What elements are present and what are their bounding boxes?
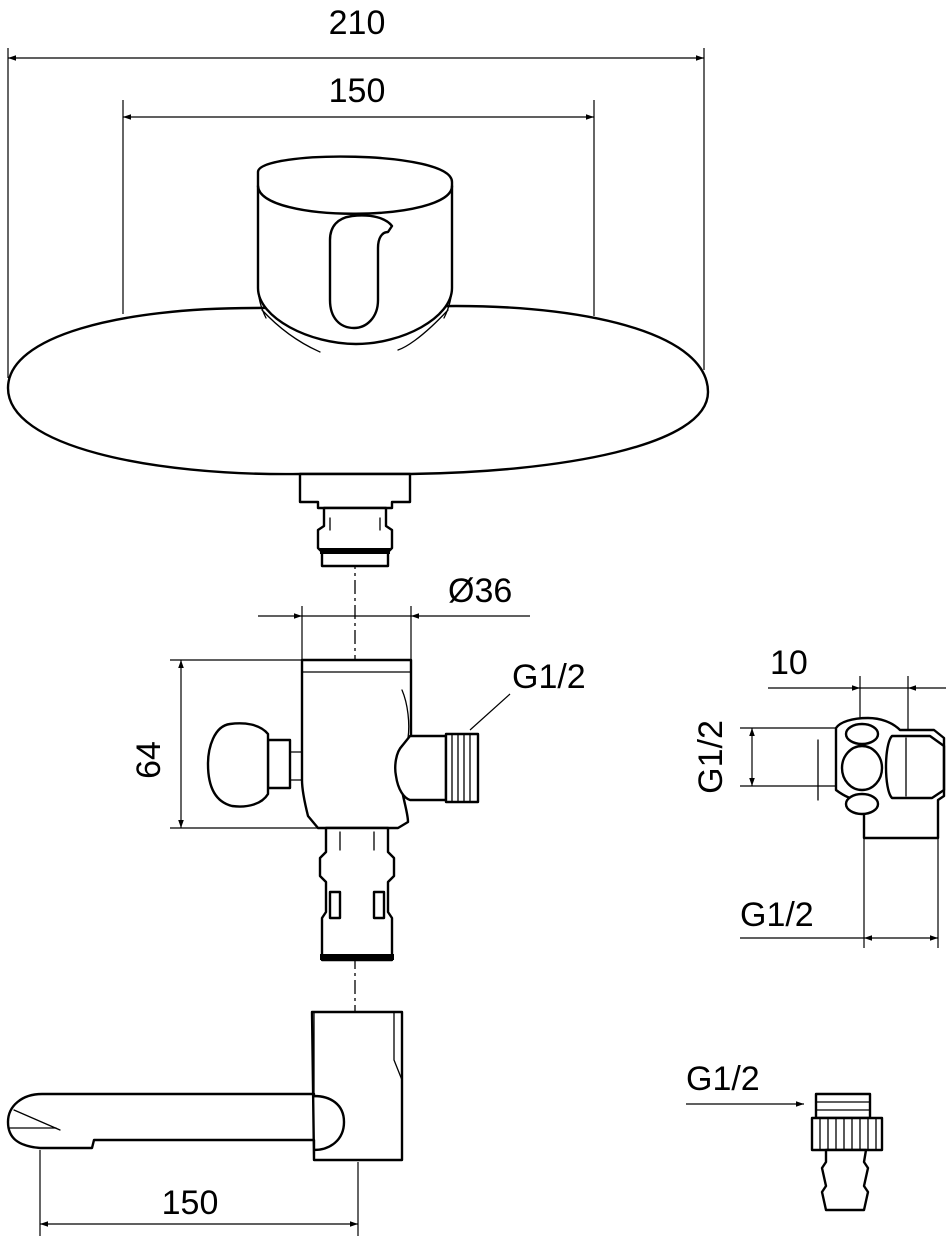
nipple-top-thread xyxy=(814,1092,872,1120)
spout-riser-inner xyxy=(393,1011,403,1081)
valve-connector-slot-right xyxy=(372,890,386,920)
handle-top-edge xyxy=(256,184,454,215)
dimension-label-64: 64 xyxy=(130,741,168,779)
push-button-cap xyxy=(206,722,270,808)
handle-body xyxy=(256,155,454,346)
rosette-spigot xyxy=(298,472,412,510)
adapter-nut xyxy=(884,734,946,800)
valve-connector-slot-left xyxy=(328,890,342,920)
top-assembly: 210 150 xyxy=(6,4,710,568)
dimension-label-150-top: 150 xyxy=(329,72,386,110)
handle-collar-left xyxy=(257,285,267,319)
adapter-hole-center xyxy=(840,744,884,792)
handle-lever-slot xyxy=(328,214,394,330)
dimension-label-g-bottom: G1/2 xyxy=(740,896,814,934)
spout-assembly: 150 xyxy=(6,1010,404,1236)
adapter-hole-top xyxy=(844,722,880,746)
rosette-connector-o-ring xyxy=(320,548,390,554)
valve-assembly: Ø36 64 G1/2 xyxy=(130,572,586,962)
label-outlet-thread: G1/2 xyxy=(512,658,586,696)
label-nipple-thread: G1/2 xyxy=(686,1060,760,1098)
dimension-label-150-spout: 150 xyxy=(162,1184,219,1222)
nipple-knurled-nut xyxy=(810,1116,884,1152)
push-button-stem xyxy=(266,738,292,790)
hose-nipple: G1/2 xyxy=(686,1060,884,1212)
valve-connector-o-ring xyxy=(320,954,394,960)
valve-outlet-thread-lines xyxy=(451,733,471,803)
handle-skirt-left xyxy=(261,309,321,353)
nipple-thread-lines xyxy=(815,1101,871,1111)
dimension-label-g-side: G1/2 xyxy=(692,720,730,794)
dimension-label-10: 10 xyxy=(770,644,808,682)
nipple-barb xyxy=(820,1148,870,1212)
valve-body xyxy=(300,658,413,830)
dimension-label-diameter: Ø36 xyxy=(448,572,512,610)
rosette-connector xyxy=(316,506,394,568)
nipple-knurl-lines xyxy=(819,1117,877,1151)
spout-body xyxy=(6,1010,404,1162)
leader-line-outlet-thread xyxy=(469,693,511,731)
valve-outlet-thread xyxy=(444,732,480,804)
handle-collar-right xyxy=(443,285,453,319)
dimension-label-210: 210 xyxy=(329,4,386,42)
valve-outlet-neck xyxy=(394,734,448,802)
spout-tip-bevel xyxy=(13,1109,61,1131)
valve-body-curve xyxy=(401,689,410,739)
handle-skirt-right xyxy=(397,309,449,351)
angle-adapter: 10 G1/2 G1/2 xyxy=(692,644,946,948)
adapter-hole-bottom xyxy=(844,792,880,816)
